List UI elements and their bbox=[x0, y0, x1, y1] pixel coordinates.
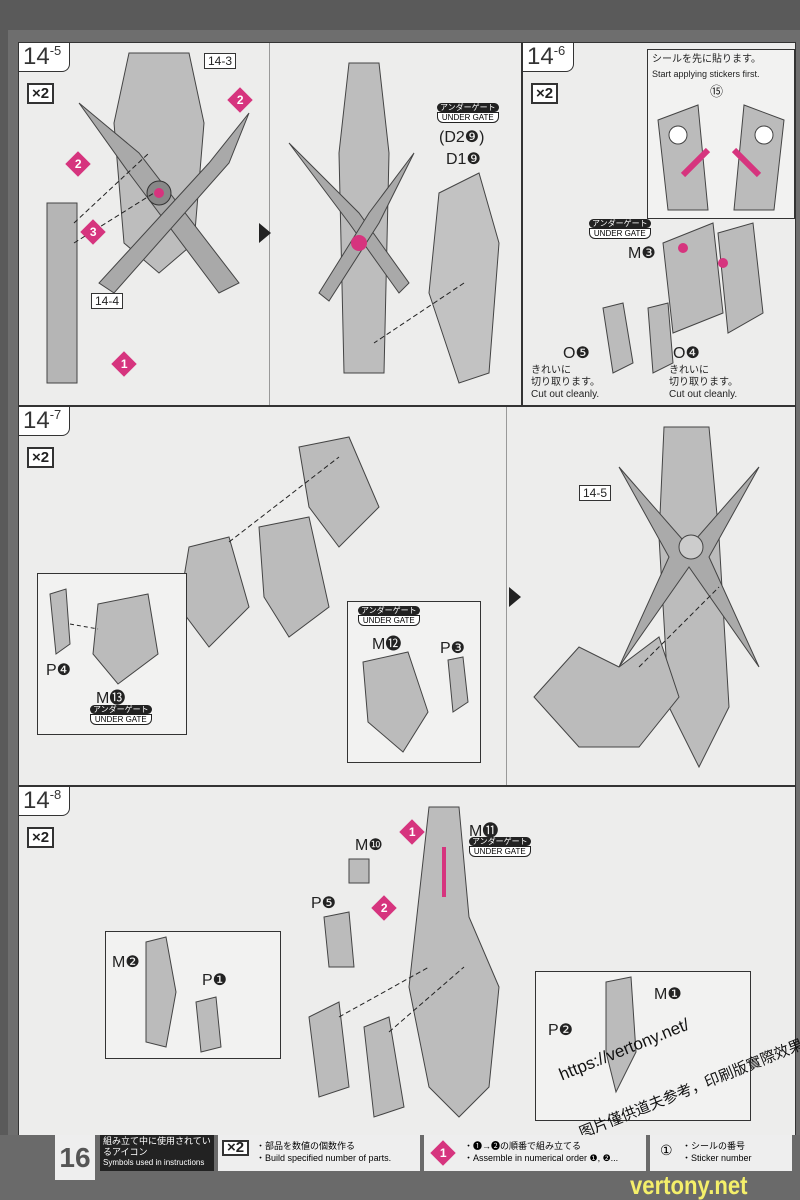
multiplier-badge: ×2 bbox=[27, 827, 55, 848]
sticker-number: ⑮ bbox=[710, 84, 724, 99]
legend-sticker: ① ・シールの番号・Sticker number bbox=[650, 1135, 792, 1171]
part-label: O❹ bbox=[673, 345, 700, 362]
multiplier-badge: ×2 bbox=[27, 447, 55, 468]
step-14-6-panel: 14-6 ×2 シールを先に貼ります。 Start applying stick… bbox=[522, 42, 796, 406]
ref-14-4: 14-4 bbox=[91, 293, 124, 309]
shield-assembly-diagram bbox=[46, 52, 500, 384]
multiplier-icon: ×2 bbox=[222, 1140, 250, 1156]
part-label: M❸ bbox=[628, 245, 656, 262]
ref-14-3: 14-3 bbox=[204, 53, 237, 69]
order-icon: 1 bbox=[430, 1140, 456, 1166]
legend-multiplier: ×2 ・部品を数値の個数作る・Build specified number of… bbox=[218, 1135, 420, 1171]
multiplier-badge: ×2 bbox=[531, 83, 559, 104]
part-label: (D2❾) bbox=[439, 129, 485, 146]
step-number: 14-6 bbox=[523, 43, 575, 72]
ref-14-5: 14-5 bbox=[579, 485, 612, 501]
part-label: D1❾ bbox=[446, 151, 481, 168]
part-label: O❺ bbox=[563, 345, 590, 362]
sticker-icon: ① bbox=[660, 1142, 673, 1158]
legend-order: 1 ・❶→❷の順番で組み立てる・Assemble in numerical or… bbox=[424, 1135, 646, 1171]
sticker-inset: シールを先に貼ります。 Start applying stickers firs… bbox=[647, 49, 795, 219]
watermark-site: vertony.net bbox=[630, 1170, 748, 1200]
sub-assembly-inset: M❶ P❷ bbox=[535, 971, 751, 1121]
multiplier-badge: ×2 bbox=[27, 83, 55, 104]
step-number: 14-8 bbox=[19, 787, 71, 816]
step-number: 14-7 bbox=[19, 407, 71, 436]
page-number: 16 bbox=[55, 1135, 95, 1180]
sub-assembly-inset: M❷ P❶ bbox=[105, 931, 281, 1059]
step-number: 14-5 bbox=[19, 43, 71, 72]
